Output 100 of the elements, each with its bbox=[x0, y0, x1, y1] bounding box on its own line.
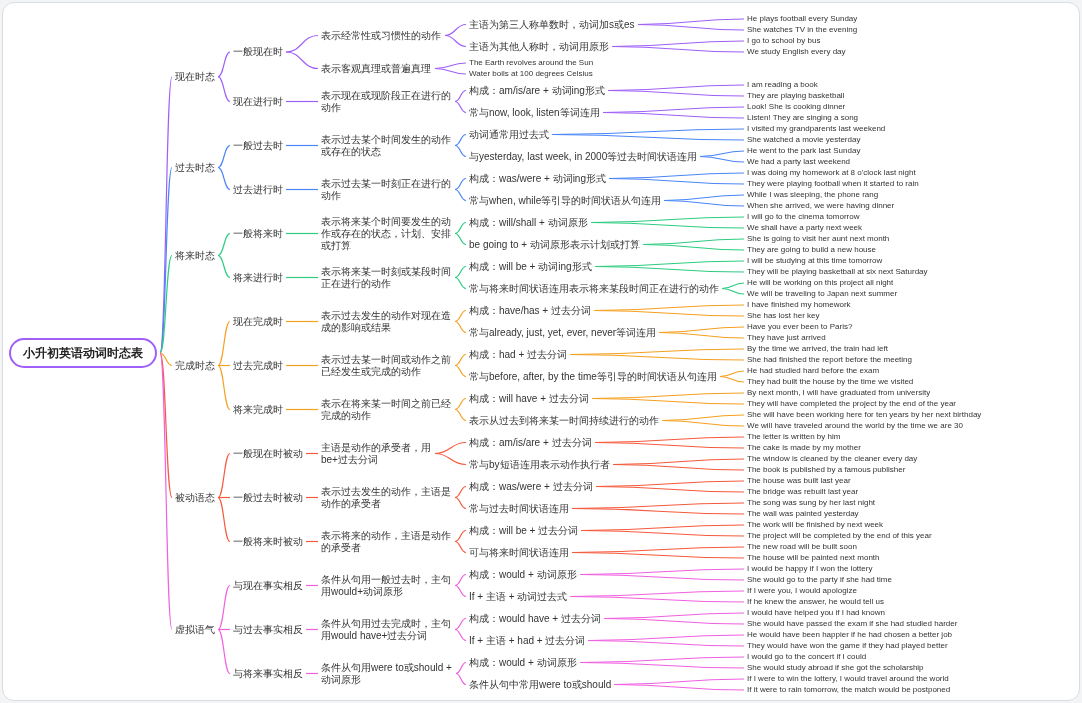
usage-description: 主语是动作的承受者，用be+过去分词 bbox=[321, 441, 432, 466]
usage-description: 表示客观真理或普遍真理 bbox=[321, 62, 432, 75]
example-sentence: Have you ever been to Paris? bbox=[747, 322, 853, 332]
branch-connector bbox=[444, 34, 467, 48]
example-sentence: She would study abroad if she got the scholarship bbox=[747, 663, 924, 673]
branch-connector bbox=[305, 628, 319, 631]
branch-connector bbox=[159, 166, 173, 354]
example-sentence: We had a party last weekend bbox=[747, 157, 851, 167]
branch-connector bbox=[454, 133, 467, 147]
branch-connector bbox=[661, 419, 745, 427]
tense-topic: 一般将来时 bbox=[233, 227, 283, 240]
branch-connector bbox=[454, 408, 467, 422]
branch-connector bbox=[571, 507, 745, 515]
example-sentence: I visited my grandparents last weekend bbox=[747, 124, 886, 134]
category-topic: 虚拟语气 bbox=[175, 623, 215, 636]
example-sentence: The house will be painted next month bbox=[747, 553, 880, 563]
usage-description: 表示经常性或习惯性的动作 bbox=[321, 29, 442, 42]
example-sentence: I go to school by bus bbox=[747, 36, 821, 46]
branch-connector bbox=[217, 166, 231, 191]
branch-connector bbox=[607, 89, 745, 97]
branch-connector bbox=[444, 23, 467, 37]
branch-connector bbox=[699, 155, 745, 163]
rule-topic: 主语为其他人称时，动词用原形 bbox=[469, 40, 609, 53]
example-sentence: She will have been working here for ten years by her next birthday bbox=[747, 410, 982, 420]
branch-connector bbox=[454, 188, 467, 202]
branch-connector bbox=[217, 364, 231, 411]
example-sentence: The wall was painted yesterday bbox=[747, 509, 859, 519]
branch-connector bbox=[217, 628, 231, 631]
rule-topic: 构成：will be + 动词ing形式 bbox=[469, 260, 592, 273]
example-sentence: The cake is made by my mother bbox=[747, 443, 861, 453]
example-sentence: They have just arrived bbox=[747, 333, 826, 343]
rule-topic: 构成：had + 过去分词 bbox=[469, 348, 568, 361]
branch-connector bbox=[217, 51, 231, 78]
usage-description: 表示将来某个时间要发生的动作或存在的状态，计划、安排或打算 bbox=[321, 215, 452, 252]
branch-connector bbox=[591, 397, 745, 405]
tense-topic: 与现在事实相反 bbox=[233, 579, 303, 592]
example-sentence: They will be playing basketball at six next Saturday bbox=[747, 267, 928, 277]
example-sentence: She has lost her key bbox=[747, 311, 820, 321]
branch-connector bbox=[159, 352, 173, 367]
example-sentence: While I was sleeping, the phone rang bbox=[747, 190, 879, 200]
example-sentence: We will have traveled around the world by the time we are 30 bbox=[747, 421, 963, 431]
example-sentence: Listen! They are singing a song bbox=[747, 113, 859, 123]
rule-topic: 表示从过去到将来某一时间持续进行的动作 bbox=[469, 414, 659, 427]
branch-connector bbox=[434, 452, 467, 466]
example-sentence: The book is published by a famous publisher bbox=[747, 465, 906, 475]
rule-topic: 构成：am/is/are + 过去分词 bbox=[469, 436, 592, 449]
branch-connector bbox=[579, 573, 745, 581]
branch-connector bbox=[285, 408, 319, 411]
usage-description: 表示将来的动作，主语是动作的承受者 bbox=[321, 529, 452, 554]
rule-topic: 主语为第三人称单数时，动词加s或es bbox=[469, 18, 635, 31]
branch-connector bbox=[603, 617, 745, 625]
tense-topic: 过去进行时 bbox=[233, 183, 283, 196]
branch-connector bbox=[602, 111, 745, 119]
example-sentence: I will go to the cinema tomorrow bbox=[747, 212, 860, 222]
usage-description: 条件从句用were to或should + 动词原形 bbox=[321, 661, 453, 686]
tense-topic: 现在进行时 bbox=[233, 95, 283, 108]
example-sentence: If I were you, I would apologize bbox=[747, 586, 857, 596]
branch-connector bbox=[721, 287, 745, 295]
example-sentence: She watched a movie yesterday bbox=[747, 135, 861, 145]
branch-connector bbox=[611, 45, 745, 53]
example-sentence: The bridge was rebuilt last year bbox=[747, 487, 859, 497]
example-sentence: He will be working on this project all night bbox=[747, 278, 894, 288]
usage-description: 表示过去发生的动作对现在造成的影响或结果 bbox=[321, 309, 452, 334]
branch-connector bbox=[159, 254, 173, 354]
branch-connector bbox=[305, 672, 319, 675]
example-sentence: If he knew the answer, he would tell us bbox=[747, 597, 884, 607]
branch-connector bbox=[217, 364, 231, 367]
example-sentence: They were playing football when it started to rain bbox=[747, 179, 919, 189]
branch-connector bbox=[663, 199, 745, 207]
example-sentence: They are going to build a new house bbox=[747, 245, 876, 255]
branch-connector bbox=[587, 639, 745, 647]
branch-connector bbox=[159, 352, 173, 631]
rule-topic: 条件从句中常用were to或should bbox=[469, 678, 612, 691]
example-sentence: They will have completed the project by the end of the year bbox=[747, 399, 956, 409]
branch-connector bbox=[594, 265, 745, 273]
example-sentence: She had finished the report before the meeting bbox=[747, 355, 912, 365]
example-sentence: She would have passed the exam if she had studied harder bbox=[747, 619, 958, 629]
example-sentence: The song was sung by her last night bbox=[747, 498, 876, 508]
example-sentence: By next month, I will have graduated from university bbox=[747, 388, 931, 398]
category-topic: 过去时态 bbox=[175, 161, 215, 174]
branch-connector bbox=[658, 331, 745, 339]
example-sentence: The letter is written by him bbox=[747, 432, 841, 442]
example-sentence: By the time we arrived, the train had left bbox=[747, 344, 888, 354]
branch-connector bbox=[454, 496, 467, 510]
branch-connector bbox=[571, 551, 745, 559]
example-sentence: I have finished my homework bbox=[747, 300, 851, 310]
rule-topic: 可与将来时间状语连用 bbox=[469, 546, 569, 559]
rule-topic: 构成：will have + 过去分词 bbox=[469, 392, 589, 405]
branch-connector bbox=[285, 232, 319, 235]
usage-description: 表示将来某一时刻或某段时间正在进行的动作 bbox=[321, 265, 452, 290]
example-sentence: Water boils at 100 degrees Celsius bbox=[469, 69, 593, 79]
branch-connector bbox=[454, 397, 467, 411]
branch-connector bbox=[285, 188, 319, 191]
tense-topic: 与过去事实相反 bbox=[233, 623, 303, 636]
branch-connector bbox=[579, 661, 745, 669]
example-sentence: They are playing basketball bbox=[747, 91, 845, 101]
branch-connector bbox=[637, 23, 745, 31]
branch-connector bbox=[454, 485, 467, 499]
branch-connector bbox=[590, 221, 745, 229]
example-sentence: He had studied hard before the exam bbox=[747, 366, 880, 376]
